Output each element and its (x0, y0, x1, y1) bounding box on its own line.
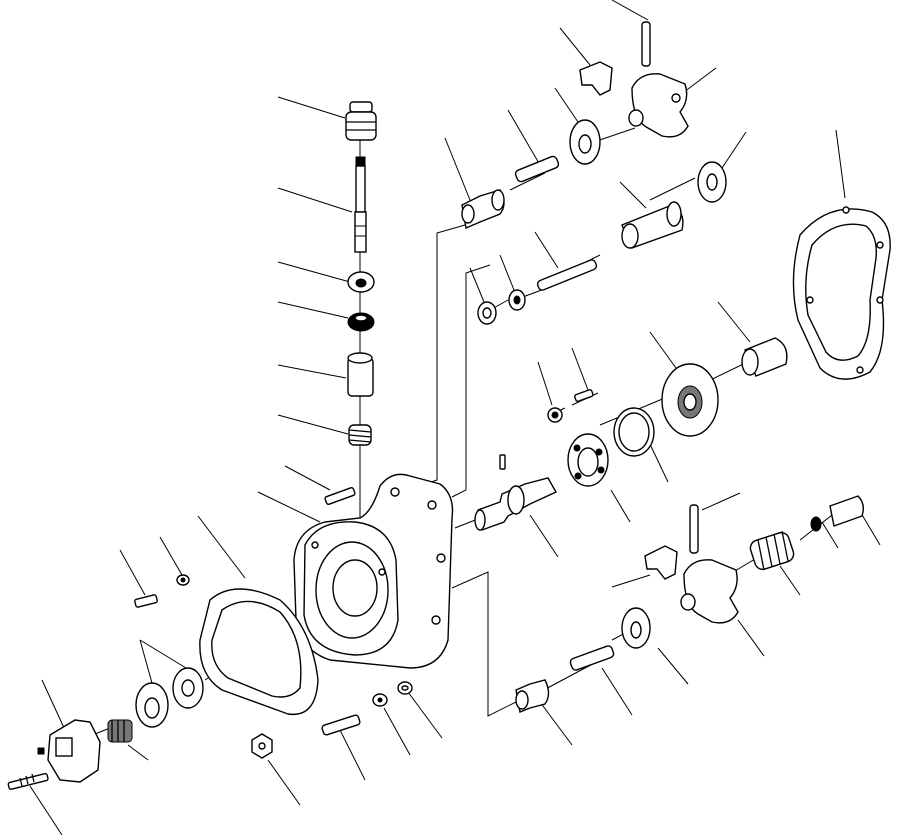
callout-line-48 (539, 701, 573, 746)
part-lower-pin (569, 645, 615, 671)
part-screw-left (134, 574, 190, 608)
part-fitting-top (345, 101, 377, 141)
callout-line-25 (611, 0, 649, 21)
part-lower-sleeve (515, 679, 550, 713)
callout-line-8 (257, 491, 321, 523)
part-ball-bearing (567, 433, 609, 487)
callout-line-43 (821, 521, 839, 549)
callout-line-40 (701, 492, 741, 511)
callout-line-7 (284, 465, 331, 491)
part-pin-small (499, 454, 506, 470)
callout-line-21 (444, 137, 473, 206)
callout-line-32 (835, 129, 846, 199)
callout-line-16 (29, 785, 63, 835)
callout-line-13 (139, 639, 153, 684)
part-middle-pin (536, 259, 598, 291)
part-plunger-right (810, 495, 865, 532)
part-snap-ring (613, 407, 655, 457)
callout-line-28 (619, 181, 647, 209)
callout-line-19 (383, 707, 411, 756)
callout-line-30 (499, 254, 515, 291)
callout-line-15 (127, 744, 149, 761)
part-bolt-left (7, 772, 49, 790)
part-upper-pin (514, 155, 560, 183)
callout-line-12 (41, 679, 66, 731)
part-middle-sleeve (621, 201, 684, 249)
part-sleeve (347, 352, 374, 397)
part-bushing (741, 337, 788, 377)
callout-line-14 (139, 639, 187, 669)
callout-line-10 (159, 536, 183, 576)
part-lower-gear (621, 607, 651, 649)
callout-line-45 (737, 619, 765, 657)
callout-line-41 (611, 574, 651, 588)
part-spring-small (348, 424, 372, 446)
callout-line-1 (277, 96, 346, 119)
part-spring-seat (347, 312, 375, 332)
callout-line-23 (559, 27, 591, 66)
part-bearing-pair (135, 667, 204, 728)
part-upper-gear (569, 119, 601, 165)
callout-line-39 (529, 514, 559, 558)
part-middle-gear (697, 161, 727, 203)
assembly-guide-lines (11, 127, 846, 789)
callout-line-20 (407, 691, 443, 739)
callout-line-3 (277, 261, 351, 283)
part-lower-lever (680, 504, 739, 624)
callout-line-44 (779, 565, 801, 596)
part-bolt-mid (324, 486, 356, 506)
part-upper-sleeve (461, 189, 505, 229)
callout-line-9 (119, 549, 146, 596)
part-small-gear-left (107, 719, 133, 743)
callout-line-47 (601, 667, 633, 716)
part-gasket-right (792, 206, 891, 380)
callout-line-22 (507, 109, 541, 166)
part-gasket-left (199, 588, 319, 716)
callout-line-31 (469, 267, 485, 303)
callout-line-37 (647, 439, 669, 483)
callout-line-24 (554, 87, 581, 126)
part-spring-large (749, 530, 795, 571)
part-main-shaft (474, 477, 557, 531)
callout-line-34 (649, 331, 677, 369)
callout-line-5 (277, 364, 347, 379)
callout-line-4 (277, 301, 349, 319)
part-screw-washer-mid (547, 389, 594, 423)
part-bracket-top (579, 61, 613, 96)
callout-line-26 (683, 67, 717, 93)
part-large-gear (661, 363, 719, 437)
part-housing (293, 473, 454, 669)
callout-line-35 (537, 361, 553, 406)
callout-line-46 (657, 647, 689, 685)
part-upper-lever (628, 21, 689, 138)
part-bracket-lower (644, 545, 678, 580)
callout-line-33 (717, 301, 751, 343)
callout-line-2 (277, 187, 353, 213)
callout-line-36 (571, 347, 589, 391)
callout-line-27 (721, 131, 747, 169)
part-lower-bolts (251, 681, 413, 759)
callout-line-6 (277, 414, 349, 435)
callout-line-18 (339, 729, 366, 781)
part-coupling (37, 719, 101, 783)
callout-line-17 (267, 759, 301, 806)
callout-lines (29, 0, 881, 835)
part-plunger (354, 156, 367, 253)
callout-line-38 (610, 489, 631, 523)
part-middle-washers (477, 289, 526, 325)
part-washer-stack (347, 271, 375, 293)
callout-line-29 (534, 231, 559, 269)
callout-line-11 (197, 515, 246, 579)
